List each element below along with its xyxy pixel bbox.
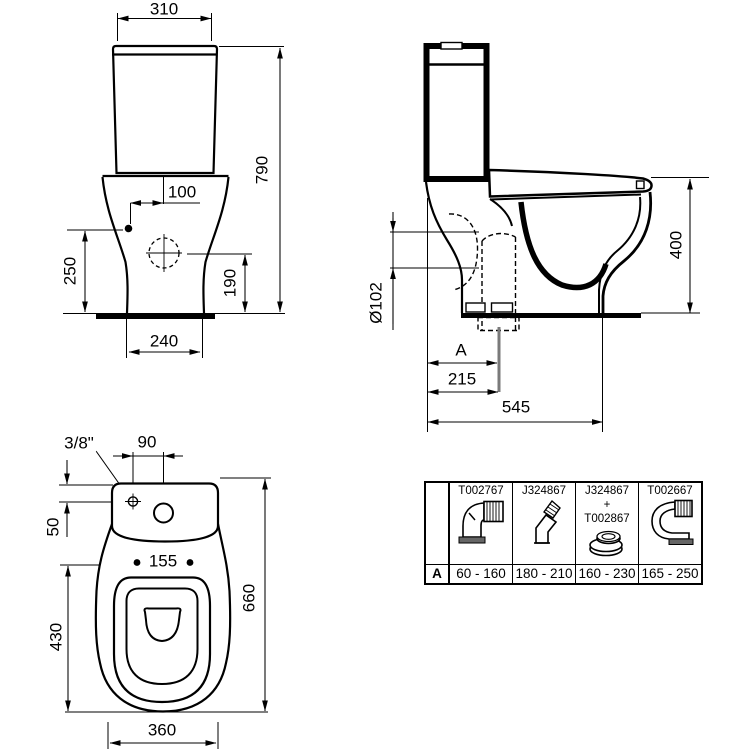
dim-inlet-to-center: 90 bbox=[135, 432, 159, 452]
water-inlet-point bbox=[124, 224, 133, 233]
seat-fixing-hole bbox=[186, 559, 194, 566]
range-cell: 160 - 230 bbox=[575, 564, 639, 585]
label-inlet-thread: 3/8" bbox=[62, 433, 96, 453]
connector-cell: T002667 bbox=[638, 481, 703, 566]
flush-valve-hole bbox=[153, 502, 174, 524]
part-number-plus: + bbox=[603, 499, 611, 512]
side-view-drawing bbox=[390, 41, 709, 432]
seat-fixing-hole bbox=[133, 559, 141, 566]
dim-tank-width: 310 bbox=[147, 0, 181, 19]
part-number: J324867 bbox=[521, 485, 567, 497]
dim-seat-length: 430 bbox=[46, 622, 66, 652]
seat-lid-profile bbox=[487, 168, 653, 198]
dim-bowl-width: 360 bbox=[145, 720, 179, 740]
flush-button bbox=[440, 41, 463, 50]
table-row-label: A bbox=[424, 564, 450, 585]
dim-outlet-diameter: Ø102 bbox=[366, 282, 386, 324]
dim-total-depth-plan: 660 bbox=[239, 583, 259, 613]
dim-inlet-offset: 100 bbox=[165, 182, 199, 202]
top-view-drawing bbox=[59, 450, 271, 749]
dim-outlet-distance: 215 bbox=[445, 369, 479, 389]
table-corner-cell bbox=[424, 481, 450, 566]
dim-total-depth-side: 545 bbox=[499, 397, 533, 417]
part-number: T002767 bbox=[458, 485, 504, 497]
connector-cell: J324867 + T002867 bbox=[575, 481, 639, 566]
part-number: T002867 bbox=[584, 513, 630, 526]
dim-total-height: 790 bbox=[252, 155, 272, 185]
dim-seat-hole-spacing: 155 bbox=[146, 551, 180, 571]
part-number: J324867 bbox=[584, 485, 630, 497]
angled-connector-icon bbox=[513, 497, 575, 552]
dim-side-outlet-height: 190 bbox=[220, 268, 240, 298]
offset-ring-icon bbox=[576, 525, 638, 564]
range-cell: 165 - 250 bbox=[638, 564, 703, 585]
dim-inlet-height: 250 bbox=[60, 256, 80, 286]
range-cell: 60 - 160 bbox=[448, 564, 513, 585]
range-cell: 180 - 210 bbox=[512, 564, 576, 585]
cistern-plan-outline bbox=[110, 482, 220, 543]
dim-base-width: 240 bbox=[147, 331, 181, 351]
front-view-drawing bbox=[63, 13, 285, 358]
dim-bowl-height: 400 bbox=[666, 230, 686, 260]
bend-connector-icon bbox=[639, 497, 701, 552]
part-number: T002667 bbox=[647, 485, 693, 497]
dim-rough-in-a: A bbox=[453, 340, 469, 360]
connector-cell: J324867 bbox=[512, 481, 576, 566]
water-area bbox=[143, 607, 182, 643]
elbow-connector-icon bbox=[450, 497, 512, 552]
connector-options-table: T002767 J324867 bbox=[424, 481, 703, 586]
connector-cell: T002767 bbox=[448, 481, 513, 566]
cistern-profile bbox=[423, 43, 490, 182]
dim-inlet-depth: 50 bbox=[43, 517, 63, 537]
